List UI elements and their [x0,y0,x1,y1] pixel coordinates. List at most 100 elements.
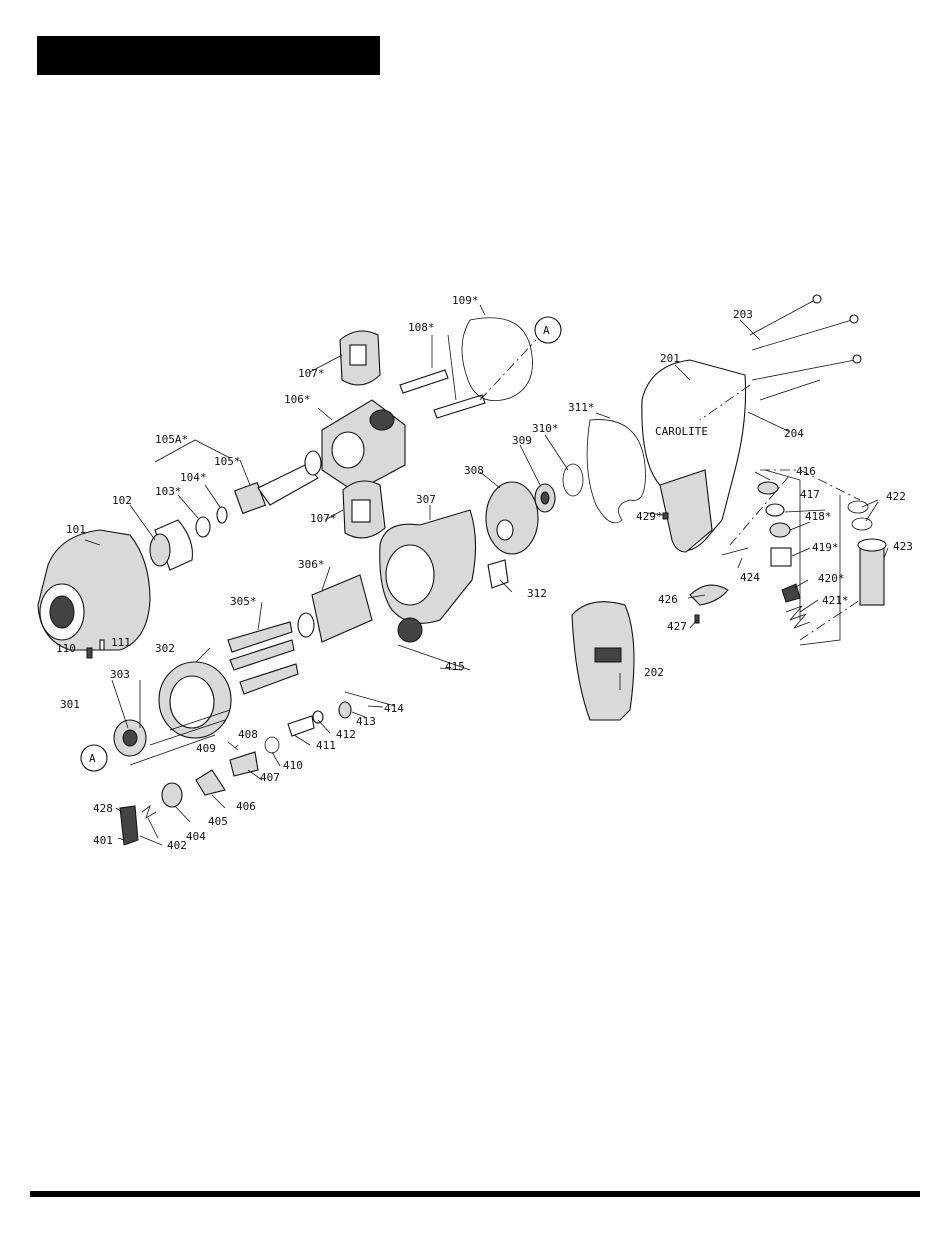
part-421-spring [786,606,810,628]
part-419 [771,548,791,566]
label-413: 413 [356,715,376,728]
label-417: 417 [800,488,820,501]
part-104-oring [217,507,227,523]
label-416: 416 [796,465,816,478]
label-427: 427 [667,620,687,633]
label-418: 418* [805,510,832,523]
label-111: 111 [111,636,131,649]
part-203-bolts [750,295,861,400]
part-302-end-plate [159,662,231,738]
part-404-spring [142,806,156,818]
label-404: 404 [186,830,206,843]
part-420 [782,584,800,602]
part-107-hammer-bottom [343,481,385,538]
part-306-rotor [298,575,372,642]
label-421: 421* [822,594,849,607]
label-411: 411 [316,739,336,752]
part-410 [265,737,279,753]
label-105a: 105A* [155,433,188,446]
part-413 [339,702,351,718]
label-429: 429* [636,510,663,523]
part-102-ring [150,520,192,570]
label-202: 202 [644,666,664,679]
label-203: 203 [733,308,753,321]
part-103-washer [196,517,210,537]
label-409: 409 [196,742,216,755]
part-106-hammer-cage [322,400,405,492]
label-307: 307 [416,493,436,506]
label-412: 412 [336,728,356,741]
part-407 [230,752,258,776]
part-labels: 101 102 103* 104* 105* 105A* 106* 107* 1… [56,294,913,852]
label-424: 424 [740,571,760,584]
label-308: 308 [464,464,484,477]
part-301-bearing [114,720,146,756]
label-108: 108* [408,321,435,334]
part-426 [690,585,728,605]
part-202-grip [572,602,634,720]
label-426: 426 [658,593,678,606]
label-104: 104* [180,471,207,484]
footer-black-rule [30,1191,920,1197]
part-101-nose-cover [38,530,150,650]
part-308-end-plate [486,482,538,554]
label-311: 311* [568,401,595,414]
callout-a-bottom-label: A [89,752,96,765]
part-402-pin [140,836,162,845]
label-408: 408 [238,728,258,741]
part-405 [162,783,182,807]
label-407: 407 [260,771,280,784]
part-201-housing [642,360,746,552]
part-108-pin-b [434,395,485,418]
label-301: 301 [60,698,80,711]
part-108-pin-a [400,370,448,393]
label-109: 109* [452,294,479,307]
part-111 [100,640,104,650]
label-428: 428 [93,802,113,815]
part-311-gasket [587,420,645,523]
part-307-cylinder [380,510,476,642]
part-312-clip [488,560,508,588]
label-102: 102 [112,494,132,507]
label-415: 415 [445,660,465,673]
label-107-bottom: 107* [310,512,337,525]
part-422-a [848,501,868,513]
label-106: 106* [284,393,311,406]
part-309-bearing [535,484,555,512]
part-429 [663,513,668,519]
part-412 [313,711,323,723]
label-402: 402 [167,839,187,852]
part-406 [196,770,225,795]
part-110 [87,648,92,658]
label-420: 420* [818,572,845,585]
label-401: 401 [93,834,113,847]
label-204: 204 [784,427,804,440]
label-105: 105* [214,455,241,468]
label-302: 302 [155,642,175,655]
part-107-hammer-top [340,331,380,385]
label-309: 309 [512,434,532,447]
part-411 [288,716,314,736]
part-424-screw [722,548,748,555]
part-105-anvil [235,451,321,513]
label-103: 103* [155,485,182,498]
label-405: 405 [208,815,228,828]
brand-mark: CAROLITE [655,425,708,438]
label-419: 419* [812,541,839,554]
leader-lines [85,305,888,840]
label-312: 312 [527,587,547,600]
callout-a-top-label: A [543,324,550,337]
label-303: 303 [110,668,130,681]
label-414: 414 [384,702,404,715]
label-306: 306* [298,558,325,571]
label-310: 310* [532,422,559,435]
part-305-vanes [228,622,298,694]
label-406: 406 [236,800,256,813]
label-101: 101 [66,523,86,536]
label-107-top: 107* [298,367,325,380]
label-201: 201 [660,352,680,365]
part-423-inlet [858,539,886,605]
part-417 [766,504,784,516]
part-310-oring [563,464,583,496]
